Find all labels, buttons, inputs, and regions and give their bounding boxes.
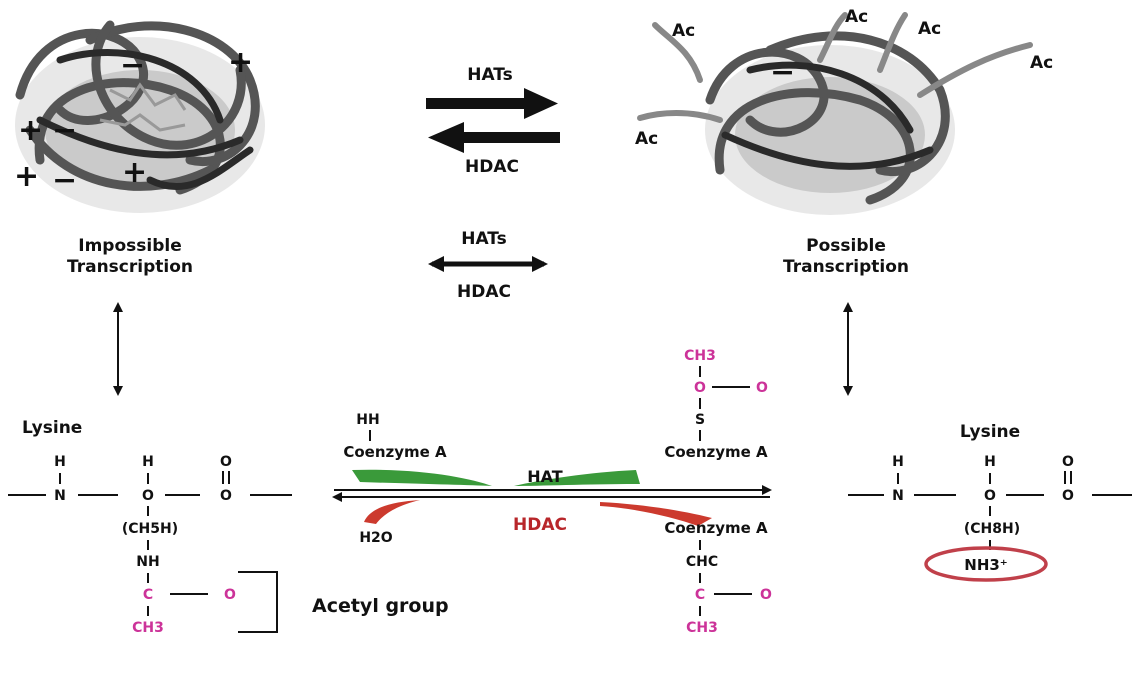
atom-s: S bbox=[695, 412, 705, 428]
atom-h: H bbox=[984, 454, 996, 470]
side-chain: (CH8H) bbox=[964, 521, 1020, 537]
charge-minus: − bbox=[120, 48, 145, 83]
transcription-label: Transcription bbox=[67, 257, 193, 277]
atom-o: O bbox=[694, 380, 706, 396]
acetyl-group-label: Acetyl group bbox=[312, 595, 449, 617]
charge-plus: + bbox=[18, 113, 43, 148]
h2o-label: H2O bbox=[359, 530, 392, 546]
atom-n: N bbox=[892, 488, 904, 504]
atom-o: O bbox=[760, 587, 772, 603]
charge-minus: − bbox=[770, 55, 795, 90]
impossible-label: Impossible bbox=[78, 236, 181, 256]
lysine-title: Lysine bbox=[960, 422, 1020, 442]
charge-plus: + bbox=[122, 155, 147, 190]
atom-o: O bbox=[142, 488, 154, 504]
atom-h: H bbox=[54, 454, 66, 470]
hats-label: HATs bbox=[461, 229, 507, 249]
side-chain: (CH5H) bbox=[122, 521, 178, 537]
acetyl-tag: Ac bbox=[918, 19, 941, 39]
atom-o: O bbox=[1062, 454, 1074, 470]
lysine-structure: Lysine H N H O O O (CH8H) NH3⁺ bbox=[848, 422, 1132, 582]
hdac-label: HDAC bbox=[513, 515, 567, 535]
ch-product-label: CHC bbox=[686, 554, 718, 570]
ch3-label: CH3 bbox=[684, 348, 716, 364]
hdac-red-arrow-right bbox=[600, 502, 712, 526]
transcription-label: Transcription bbox=[783, 257, 909, 277]
hh-label: HH bbox=[356, 412, 379, 428]
backward-arrow bbox=[428, 122, 560, 153]
atom-c: C bbox=[143, 587, 153, 603]
coenzyme-a-label: Coenzyme A bbox=[343, 443, 447, 461]
lysine-title: Lysine bbox=[22, 418, 82, 438]
charge-plus: + bbox=[14, 159, 39, 194]
atom-o: O bbox=[984, 488, 996, 504]
hdac-backward-label: HDAC bbox=[465, 157, 519, 177]
atom-nh: NH bbox=[136, 554, 159, 570]
atom-n: N bbox=[54, 488, 66, 504]
acetyl-tag: Ac bbox=[672, 21, 695, 41]
acetyl-tag: Ac bbox=[635, 129, 658, 149]
condensed-nucleosome-illustration: + − + − + − + bbox=[14, 20, 265, 213]
atom-o: O bbox=[1062, 488, 1074, 504]
forward-arrow bbox=[426, 88, 558, 119]
acetyl-bracket bbox=[238, 571, 278, 633]
acetyl-lysine-structure: Lysine H N H O O O (CH5H) NH C O CH3 Ace… bbox=[8, 418, 449, 636]
charge-plus: + bbox=[228, 45, 253, 80]
atom-o: O bbox=[220, 454, 232, 470]
atom-ch3: CH3 bbox=[686, 620, 718, 636]
hat-green-arrow-tail bbox=[514, 470, 640, 486]
acetyl-tag: Ac bbox=[845, 7, 868, 27]
atom-o: O bbox=[220, 488, 232, 504]
amine-highlight-circle bbox=[924, 546, 1048, 582]
charge-minus: − bbox=[52, 163, 77, 198]
hat-label: HAT bbox=[527, 467, 563, 486]
coenzyme-a-label: Coenzyme A bbox=[664, 519, 768, 537]
atom-h: H bbox=[142, 454, 154, 470]
charge-minus: − bbox=[52, 113, 77, 148]
atom-o: O bbox=[756, 380, 768, 396]
hat-green-arrow bbox=[352, 469, 492, 486]
hdac-label: HDAC bbox=[457, 282, 511, 302]
atom-c: C bbox=[695, 587, 705, 603]
hdac-red-arrow-left bbox=[364, 500, 420, 524]
atom-ch3: CH3 bbox=[132, 620, 164, 636]
possible-label: Possible bbox=[806, 236, 886, 256]
acetylation-reaction: HH Coenzyme A CH3 O O S Coenzyme A HAT H… bbox=[332, 348, 772, 636]
atom-h: H bbox=[892, 454, 904, 470]
nh3-label: NH3⁺ bbox=[964, 556, 1007, 574]
hats-forward-label: HATs bbox=[467, 65, 513, 85]
acetyl-tag: Ac bbox=[1030, 53, 1053, 73]
atom-o: O bbox=[224, 587, 236, 603]
coenzyme-a-label: Coenzyme A bbox=[664, 443, 768, 461]
open-nucleosome-illustration: − Ac Ac Ac Ac Ac bbox=[635, 7, 1053, 215]
